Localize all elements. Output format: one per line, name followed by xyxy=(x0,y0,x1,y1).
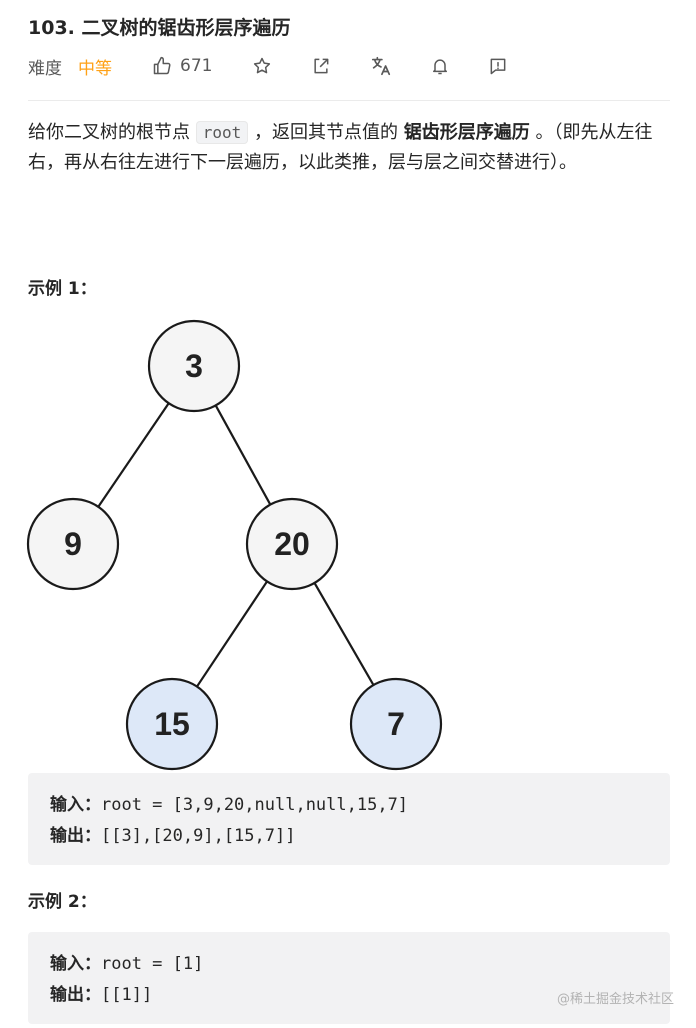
thumbs-up-icon xyxy=(153,56,171,75)
tree-edge xyxy=(313,582,375,686)
share-button[interactable] xyxy=(311,56,331,76)
inline-code-root: root xyxy=(195,121,249,144)
output-value: [[3],[20,9],[15,7]] xyxy=(101,826,296,846)
example-1-code-block: 输入：root = [3,9,20,null,null,15,7] 输出：[[3… xyxy=(28,773,670,865)
translate-icon xyxy=(372,56,391,76)
output-value: [[1]] xyxy=(101,985,153,1005)
example-1-title: 示例 1： xyxy=(28,279,97,299)
tree-node-value: 15 xyxy=(154,706,190,742)
bell-icon xyxy=(433,59,448,75)
example-2-output: 输出：[[1]] xyxy=(50,980,648,1011)
header-divider xyxy=(28,100,670,101)
tree-node-circle xyxy=(147,319,241,413)
example-2-code-block: 输入：root = [1] 输出：[[1]] xyxy=(28,932,670,1024)
tree-node-value: 20 xyxy=(274,526,310,562)
problem-meta-bar: 难度 中等 671 xyxy=(28,50,508,82)
tree-node: 3 xyxy=(147,319,241,413)
tree-node: 20 xyxy=(245,497,339,591)
tree-node-circle xyxy=(26,497,120,591)
output-label: 输出： xyxy=(50,985,101,1005)
tree-node-value: 3 xyxy=(185,348,203,384)
example-1-input: 输入：root = [3,9,20,null,null,15,7] xyxy=(50,790,648,821)
output-label: 输出： xyxy=(50,826,101,846)
tree-edge xyxy=(214,404,272,506)
difficulty-label: 难度 xyxy=(28,58,62,79)
tree-edge xyxy=(196,580,268,688)
notify-button[interactable] xyxy=(430,56,450,76)
input-label: 输入： xyxy=(50,954,101,974)
translate-button[interactable] xyxy=(370,55,392,77)
like-button[interactable]: 671 xyxy=(152,56,212,76)
watermark: @稀土掘金技术社区 xyxy=(556,992,674,1007)
share-icon xyxy=(314,58,329,74)
binary-tree-diagram: 3 9 20 15 7 xyxy=(26,319,443,771)
difficulty-badge: 中等 xyxy=(78,58,112,79)
example-1-output: 输出：[[3],[20,9],[15,7]] xyxy=(50,821,648,852)
input-value: root = [3,9,20,null,null,15,7] xyxy=(101,795,409,815)
tree-node-circle xyxy=(349,677,443,771)
example-2-title: 示例 2： xyxy=(28,892,97,912)
description-text: ，返回其节点值的 xyxy=(248,122,404,143)
tree-node-value: 7 xyxy=(387,706,405,742)
input-value: root = [1] xyxy=(101,954,204,974)
favorite-button[interactable] xyxy=(252,56,272,76)
tree-node-circle xyxy=(245,497,339,591)
description-emphasis: 锯齿形层序遍历 xyxy=(403,122,530,143)
description-text: 给你二叉树的根节点 xyxy=(28,122,196,143)
feedback-icon xyxy=(491,58,506,75)
input-label: 输入： xyxy=(50,795,101,815)
tree-node: 15 xyxy=(125,677,219,771)
tree-node: 7 xyxy=(349,677,443,771)
description-text: 。（即先从左往右，再从右往左进行下一层遍历，以此类推，层与层之间交替进行）。 xyxy=(28,122,653,173)
problem-description: 给你二叉树的根节点 root ，返回其节点值的 锯齿形层序遍历 。（即先从左往右… xyxy=(28,118,668,178)
problem-title: 103. 二叉树的锯齿形层序遍历 xyxy=(28,17,291,39)
tree-edge xyxy=(97,402,170,508)
tree-node-circle xyxy=(125,677,219,771)
example-2-input: 输入：root = [1] xyxy=(50,949,648,980)
tree-node: 9 xyxy=(26,497,120,591)
star-icon xyxy=(254,57,271,74)
feedback-button[interactable] xyxy=(488,56,508,76)
like-count: 671 xyxy=(180,56,213,76)
tree-node-value: 9 xyxy=(64,526,82,562)
